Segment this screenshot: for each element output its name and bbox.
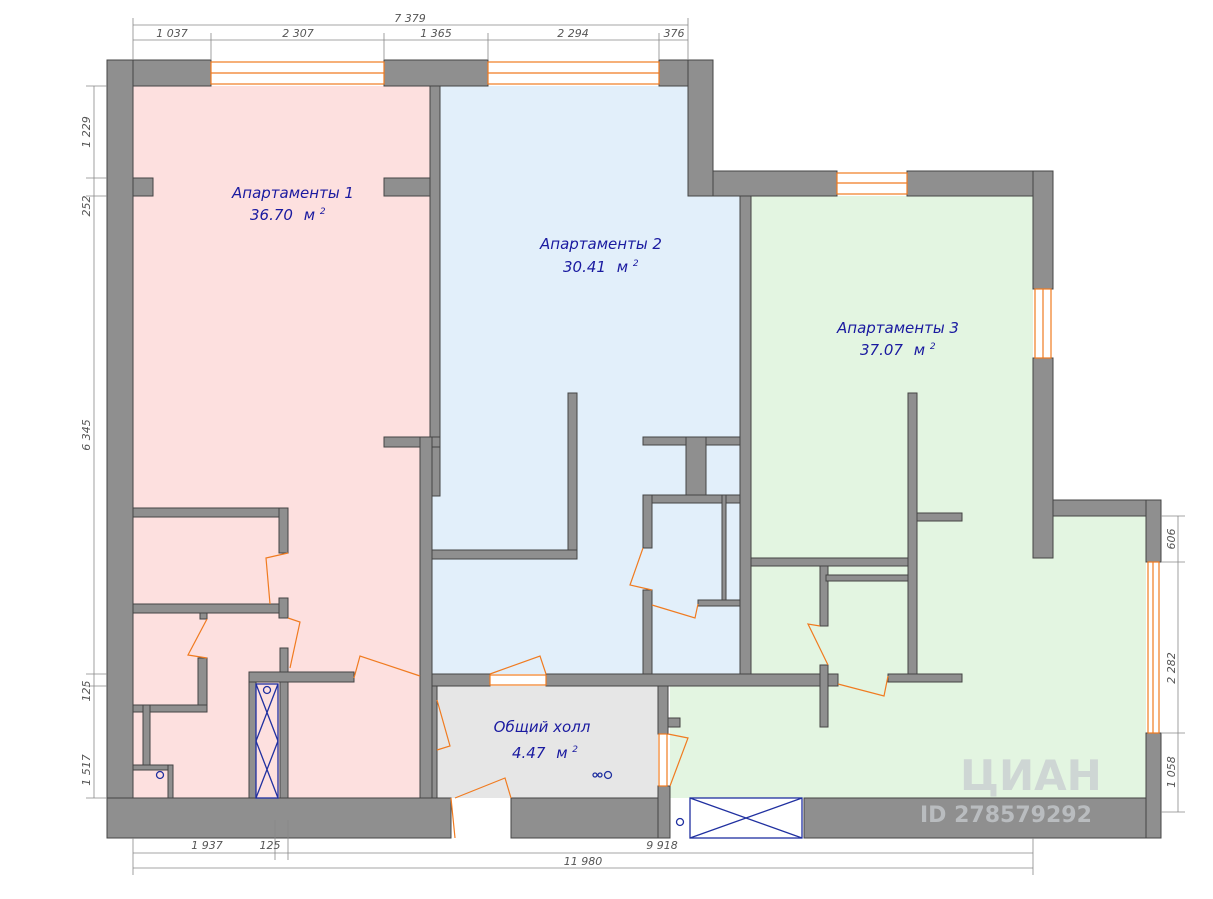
dim-left-segment: 1 517 — [80, 754, 93, 786]
watermark: ЦИАН ID 278579292 — [920, 751, 1102, 828]
area-unit-sup: 2 — [930, 342, 936, 352]
area-value: 36.70 — [250, 206, 293, 224]
dim-top-segment: 1 037 — [156, 27, 188, 40]
room-label-apartment-2: Апартаменты 2 — [539, 235, 662, 253]
room-area-common-hall: 4.47 м 2 — [512, 744, 578, 762]
dim-right-segment: 1 058 — [1165, 756, 1178, 788]
doors — [187, 547, 889, 839]
area-unit: м — [556, 744, 567, 762]
room-area-apartment-3: 37.07 м 2 — [860, 341, 936, 359]
dim-bottom-segment: 125 — [260, 839, 281, 852]
dim-left-segment: 252 — [80, 196, 93, 217]
room-label-apartment-3: Апартаменты 3 — [836, 319, 959, 337]
area-unit: м — [304, 206, 315, 224]
dim-top-segment: 2 294 — [557, 27, 589, 40]
room-area-apartment-1: 36.70 м 2 — [250, 206, 326, 224]
windows — [210, 61, 1160, 734]
dimension-lines — [86, 18, 1185, 875]
dim-top-total: 7 379 — [394, 12, 426, 25]
dim-right-segment: 2 282 — [1165, 652, 1178, 684]
dim-top-segment: 2 307 — [282, 27, 314, 40]
area-unit: м — [617, 258, 628, 276]
room-label-common-hall: Общий холл — [494, 718, 591, 736]
area-unit-sup: 2 — [572, 745, 578, 755]
area-value: 30.41 — [563, 258, 606, 276]
dim-top-segment: 1 365 — [420, 27, 452, 40]
walls — [106, 59, 1162, 839]
room-fill-common-hall — [432, 686, 658, 798]
watermark-brand: ЦИАН — [960, 751, 1102, 800]
area-value: 37.07 — [860, 341, 903, 359]
dim-left-segment: 1 229 — [80, 116, 93, 148]
dim-left-segment: 125 — [80, 681, 93, 702]
watermark-id: ID 278579292 — [920, 803, 1092, 828]
dim-top-segment: 376 — [664, 27, 685, 40]
room-label-apartment-1: Апартаменты 1 — [231, 184, 354, 202]
dim-right-segment: 606 — [1165, 529, 1178, 550]
room-fill-apartment-1 — [133, 86, 430, 798]
room-area-apartment-2: 30.41 м 2 — [563, 258, 639, 276]
area-value: 4.47 — [512, 744, 546, 762]
ventilation-shafts — [155, 683, 803, 839]
dim-bottom-segment: 1 937 — [191, 839, 223, 852]
area-unit-sup: 2 — [633, 259, 639, 269]
room-fill-apartment-2 — [432, 86, 740, 674]
dim-bottom-segment: 9 918 — [646, 839, 678, 852]
dim-bottom-total: 11 980 — [564, 855, 603, 868]
dim-left-segment: 6 345 — [80, 419, 93, 451]
area-unit: м — [914, 341, 925, 359]
area-unit-sup: 2 — [320, 207, 326, 217]
